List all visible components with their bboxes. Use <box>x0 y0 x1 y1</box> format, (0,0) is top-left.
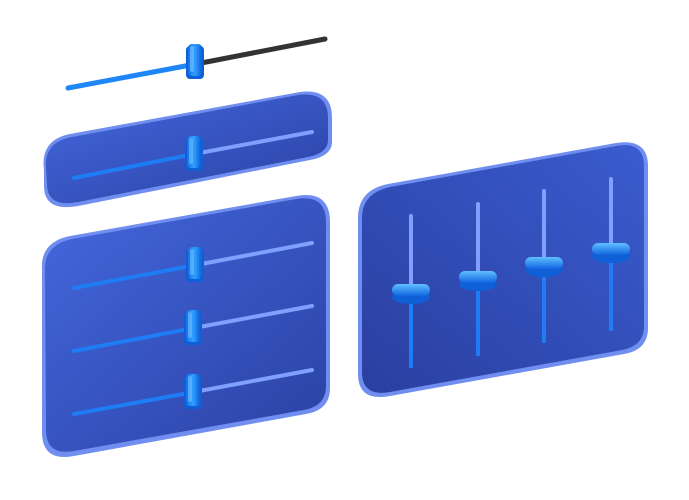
panel-slider[interactable] <box>72 130 314 180</box>
panel-slider-track-filled <box>72 326 196 353</box>
standalone-slider-track-filled <box>65 61 199 91</box>
panel-slider[interactable] <box>72 304 314 353</box>
panel-slider-track-unfilled <box>194 241 314 267</box>
panel-slider[interactable] <box>72 368 314 416</box>
triple-slider-panel <box>41 195 330 458</box>
eq-slider[interactable] <box>459 202 497 356</box>
panel-slider-thumb[interactable] <box>184 374 202 409</box>
eq-slider[interactable] <box>592 177 630 331</box>
panel-slider-track-filled <box>72 263 198 290</box>
panel-slider-thumb[interactable] <box>186 247 204 282</box>
eq-slider-thumb[interactable] <box>525 257 563 277</box>
panel-slider-thumb[interactable] <box>184 310 202 345</box>
eq-slider[interactable] <box>392 214 430 368</box>
eq-slider-thumb[interactable] <box>392 284 430 304</box>
eq-slider-thumb[interactable] <box>459 271 497 291</box>
standalone-slider[interactable] <box>65 36 328 91</box>
eq-slider[interactable] <box>525 189 563 343</box>
panel-slider-track-unfilled <box>192 130 314 156</box>
panel-slider-track-unfilled <box>192 368 314 394</box>
panel-slider[interactable] <box>72 241 314 290</box>
standalone-slider-track-unfilled <box>193 36 328 67</box>
single-slider-panel <box>43 91 332 208</box>
panel-slider-track-unfilled <box>192 304 314 330</box>
panel-slider-track-filled <box>72 390 196 416</box>
standalone-slider-thumb[interactable] <box>186 44 204 79</box>
equalizer-panel <box>358 142 648 398</box>
eq-slider-thumb[interactable] <box>592 243 630 263</box>
panel-slider-track-filled <box>72 152 196 180</box>
panel-slider-thumb[interactable] <box>185 136 203 171</box>
